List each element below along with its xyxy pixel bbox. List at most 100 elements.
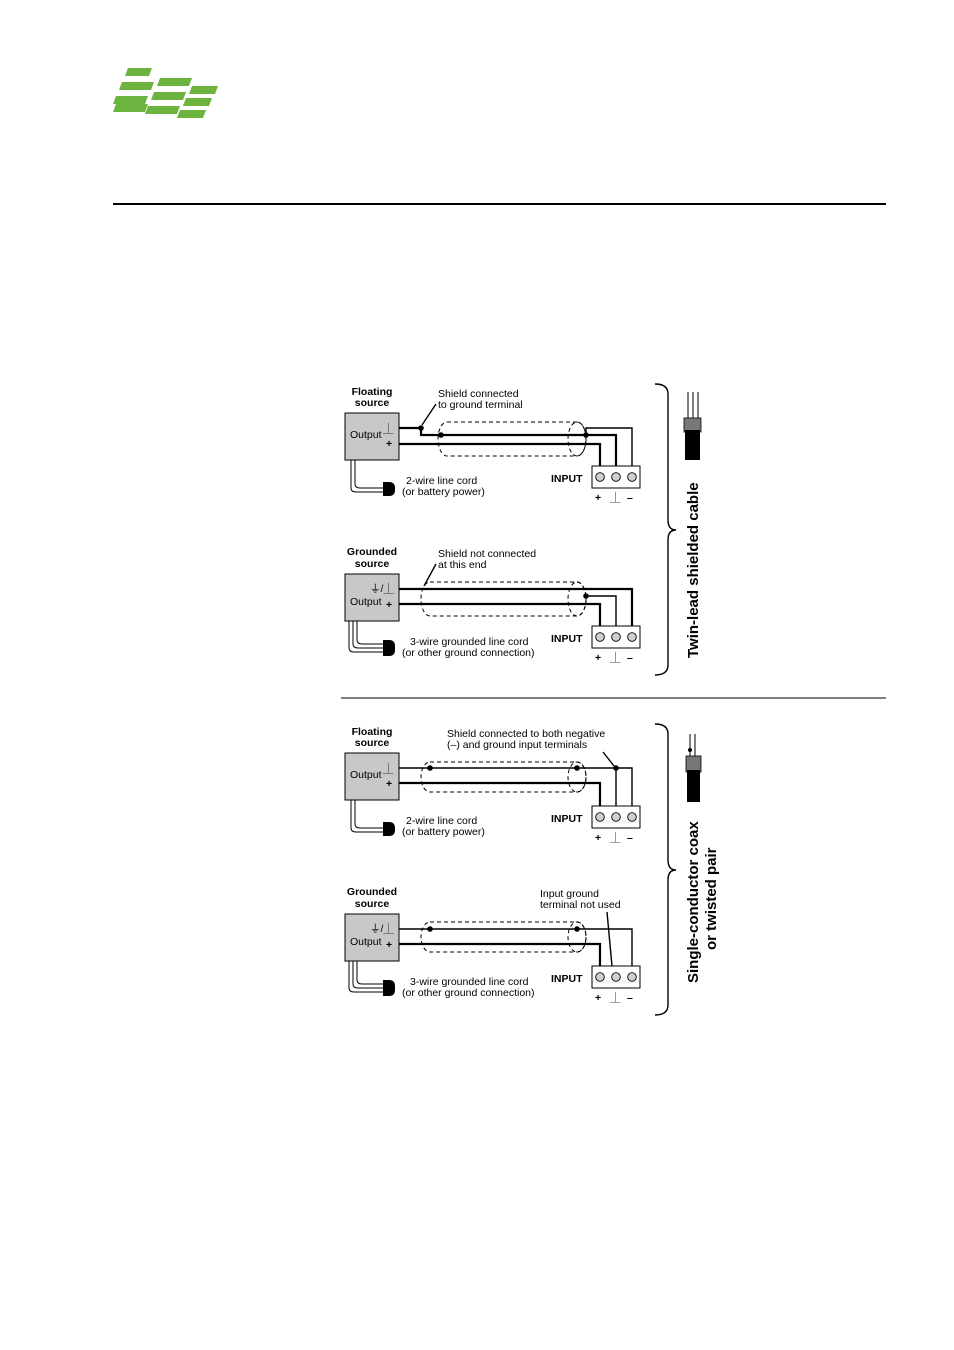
top-floating-chassis-symbol: ⏊ xyxy=(383,422,394,435)
bottom-floating-note-pointer xyxy=(602,751,615,767)
top-floating-input-label: INPUT xyxy=(551,473,583,485)
bottom-floating-shield xyxy=(420,761,587,793)
bottom-grounded-note-pointer xyxy=(606,911,613,967)
top-floating-wire-minus xyxy=(585,427,633,468)
top-grounded-sym-chassis: ⏊ xyxy=(610,651,621,664)
bottom-floating-shield-end xyxy=(567,761,587,793)
top-floating-wire-plus xyxy=(399,442,602,468)
top-floating-cord-1: 2-wire line cord xyxy=(406,475,477,487)
bottom-floating-cord-1: 2-wire line cord xyxy=(406,815,477,827)
top-floating-node-2 xyxy=(438,432,444,438)
bottom-floating-cord xyxy=(350,800,383,833)
top-grounded-note-pointer xyxy=(423,563,437,587)
top-grounded-note-2: at this end xyxy=(438,559,487,571)
bottom-floating-source-box xyxy=(344,752,400,801)
top-floating-sym-plus: + xyxy=(595,492,601,504)
bottom-floating-note-2: (–) and ground input terminals xyxy=(447,739,587,751)
bottom-grounded-sym-chassis: ⏊ xyxy=(610,991,621,1004)
top-grounded-cord xyxy=(348,621,383,653)
bottom-floating-sym-plus: + xyxy=(595,832,601,844)
bottom-floating-output-label: Output xyxy=(350,769,382,781)
top-floating-title-2: source xyxy=(355,397,390,409)
bottom-floating-group: Floating source Output ⏊ + Shield connec… xyxy=(344,726,641,844)
bottom-floating-plug xyxy=(383,822,395,836)
top-grounded-sym-plus: + xyxy=(595,652,601,664)
bottom-floating-title-2: source xyxy=(355,737,390,749)
bottom-side-label-2: or twisted pair xyxy=(703,847,720,950)
bottom-grounded-group: Grounded source ⏚/⏊ Output + Input groun… xyxy=(344,886,641,1004)
bottom-grounded-shield-end xyxy=(567,921,587,953)
bottom-grounded-shield xyxy=(420,921,587,953)
bottom-grounded-term-plus xyxy=(595,972,605,982)
top-floating-output-label: Output xyxy=(350,429,382,441)
top-floating-title-1: Floating xyxy=(352,386,393,398)
top-grounded-wire-shield xyxy=(586,595,617,628)
bottom-grounded-title-1: Grounded xyxy=(347,886,397,898)
top-grounded-wire-minus xyxy=(399,587,634,628)
top-floating-node-1 xyxy=(418,425,424,431)
top-floating-shield xyxy=(437,421,587,457)
bottom-side-label-1: Single-conductor coax xyxy=(685,821,702,983)
twin-lead-cable-icon xyxy=(683,392,702,460)
top-brace xyxy=(654,383,677,676)
bottom-grounded-note-2: terminal not used xyxy=(540,899,621,911)
top-floating-sym-minus: – xyxy=(627,492,633,504)
top-grounded-title-1: Grounded xyxy=(347,546,397,558)
bottom-floating-sym-minus: – xyxy=(627,832,633,844)
bottom-grounded-plug xyxy=(383,980,395,996)
bottom-floating-cord-2: (or battery power) xyxy=(402,826,485,838)
top-grounded-plus: + xyxy=(386,599,392,611)
bottom-grounded-cord xyxy=(348,961,383,993)
bottom-grounded-input-label: INPUT xyxy=(551,973,583,985)
bss-logo xyxy=(113,68,218,118)
top-grounded-group: Grounded source ⏚/⏊ Output + Shield not … xyxy=(344,546,641,664)
bottom-floating-term-ground xyxy=(611,812,621,822)
bottom-floating-node-3 xyxy=(613,765,619,771)
top-side-label: Twin-lead shielded cable xyxy=(685,482,702,658)
bottom-floating-wire-plus xyxy=(399,781,602,808)
bottom-grounded-cord-1: 3-wire grounded line cord xyxy=(410,976,529,988)
top-grounded-title-2: source xyxy=(355,558,390,570)
top-floating-note-pointer xyxy=(421,403,437,426)
top-floating-cord xyxy=(350,460,383,493)
bottom-floating-sym-chassis: ⏊ xyxy=(610,831,621,844)
bottom-grounded-node-1 xyxy=(427,926,433,932)
top-grounded-cord-2: (or other ground connection) xyxy=(402,647,535,659)
bottom-floating-title-1: Floating xyxy=(352,726,393,738)
bottom-brace xyxy=(654,723,677,1016)
top-floating-plug xyxy=(383,482,395,496)
top-grounded-output-label: Output xyxy=(350,596,382,608)
top-floating-term-minus xyxy=(627,472,637,482)
bottom-grounded-sym-plus: + xyxy=(595,992,601,1004)
top-floating-shield-end xyxy=(567,421,587,457)
bottom-grounded-wire-plus xyxy=(399,942,602,968)
bottom-grounded-output-label: Output xyxy=(350,936,382,948)
top-floating-source-box xyxy=(344,412,400,461)
bottom-floating-plus: + xyxy=(386,778,392,790)
top-floating-sym-chassis: ⏊ xyxy=(610,491,621,504)
header-rule xyxy=(113,203,886,205)
top-floating-note-1: Shield connected xyxy=(438,388,519,400)
top-grounded-wire-plus xyxy=(399,602,602,628)
bottom-floating-chassis-symbol: ⏊ xyxy=(383,762,394,775)
bottom-grounded-ground-symbol: ⏚/⏊ xyxy=(370,922,394,935)
top-floating-cord-2: (or battery power) xyxy=(402,486,485,498)
top-grounded-input-label: INPUT xyxy=(551,633,583,645)
bottom-floating-term-minus xyxy=(627,812,637,822)
bss-logo-mark xyxy=(113,68,218,118)
bottom-grounded-source-box xyxy=(344,913,400,962)
bottom-grounded-node-2 xyxy=(574,926,580,932)
bottom-floating-wire-minus xyxy=(399,767,633,808)
bottom-grounded-term-minus xyxy=(627,972,637,982)
top-floating-note-2: to ground terminal xyxy=(438,399,523,411)
bottom-floating-note-1: Shield connected to both negative xyxy=(447,728,605,740)
bottom-grounded-note-1: Input ground xyxy=(540,888,599,900)
top-grounded-plug xyxy=(383,640,395,656)
top-grounded-term-minus xyxy=(627,632,637,642)
top-grounded-shield xyxy=(420,581,587,617)
top-grounded-term-plus xyxy=(595,632,605,642)
top-floating-group: Floating source Output ⏊ + Shield connec… xyxy=(344,386,641,504)
bottom-grounded-cord-2: (or other ground connection) xyxy=(402,987,535,999)
bottom-grounded-plus: + xyxy=(386,939,392,951)
top-floating-plus: + xyxy=(386,438,392,450)
